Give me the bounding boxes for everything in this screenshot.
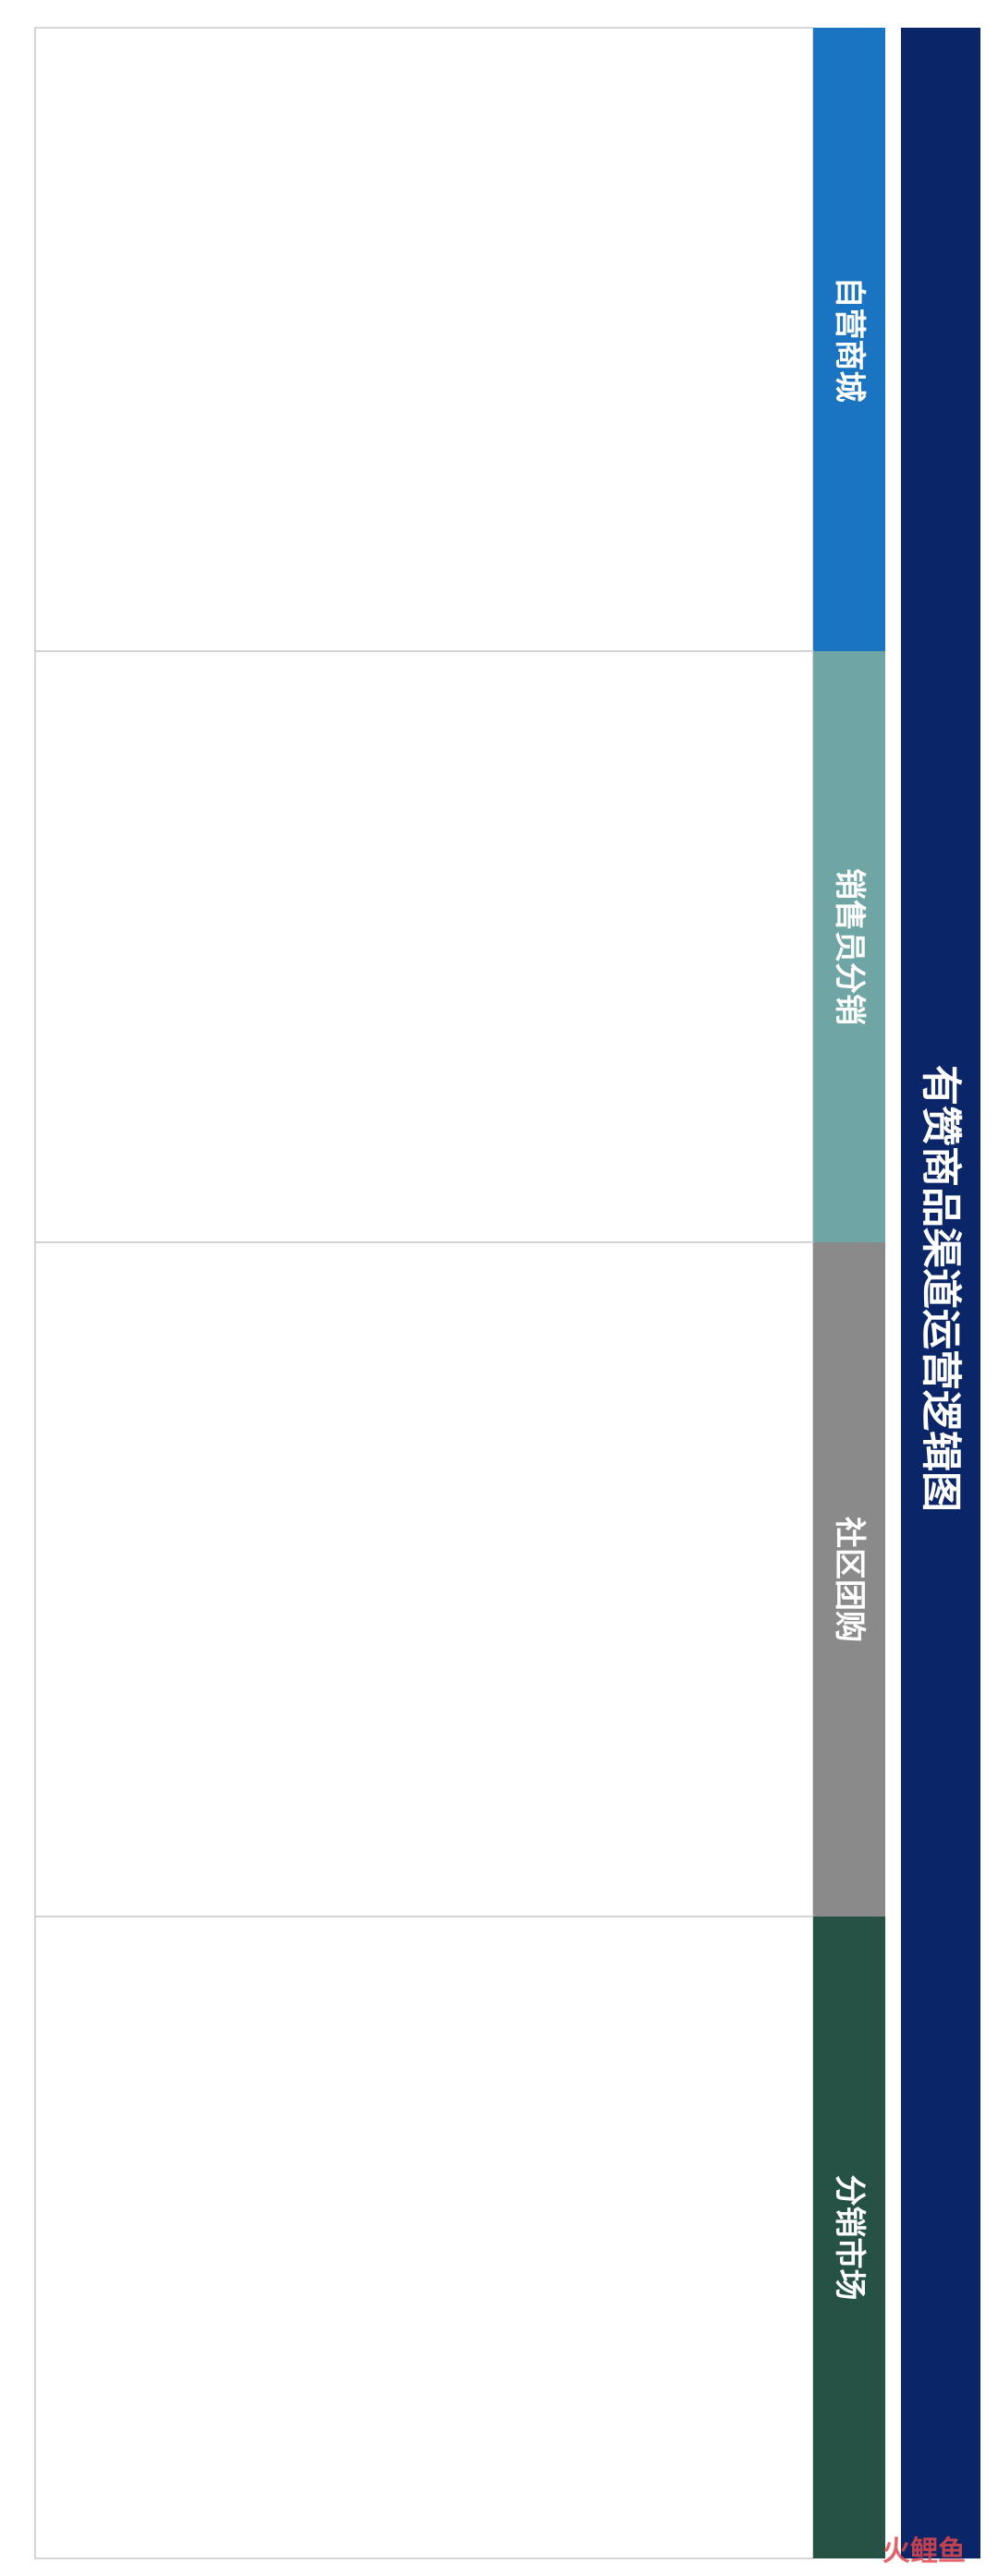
section-s2-area xyxy=(34,650,814,1243)
section-s4-title: 分销市场 xyxy=(831,2175,868,2301)
page-title: 有赞商品渠道运营逻辑图 xyxy=(918,1065,965,1512)
section-s4-header xyxy=(813,1917,885,2558)
watermark: 火鲤鱼 xyxy=(882,2535,966,2568)
title-bar xyxy=(901,28,980,2558)
section-s1-area xyxy=(34,27,814,652)
section-s2-title: 销售员分销 xyxy=(831,868,868,1025)
section-s4-area xyxy=(34,1916,814,2559)
section-s3-title: 社区团购 xyxy=(831,1517,868,1642)
section-s2-header xyxy=(813,651,885,1242)
section-s3-area xyxy=(34,1241,814,1917)
section-s1-title: 自营商城 xyxy=(831,277,868,403)
section-s3-header xyxy=(813,1242,885,1917)
section-s1-header xyxy=(813,28,885,651)
